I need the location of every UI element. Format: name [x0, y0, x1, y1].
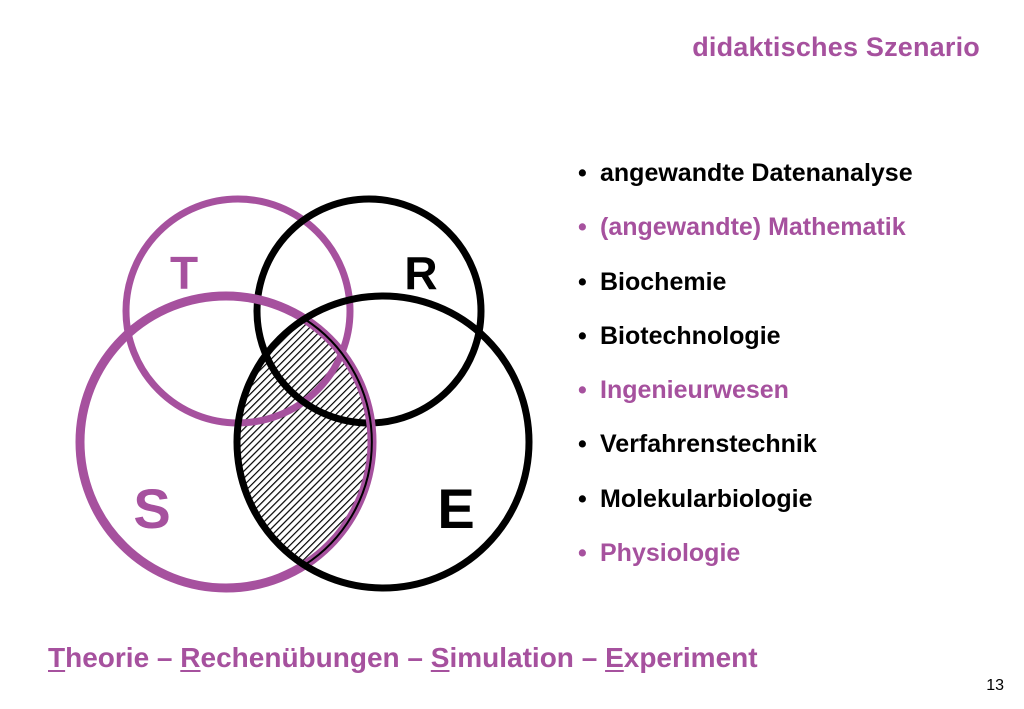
- bullet-icon: •: [578, 213, 587, 242]
- list-item-label: Molekularbiologie: [600, 484, 813, 513]
- bullet-icon: •: [578, 539, 587, 568]
- footer-separator: –: [399, 642, 431, 673]
- footer-separator: –: [573, 642, 606, 673]
- bullet-icon: •: [578, 321, 587, 350]
- list-item-label: Verfahrenstechnik: [600, 430, 817, 459]
- venn-label-r: R: [404, 247, 437, 299]
- list-item-label: Biochemie: [600, 267, 727, 296]
- list-item-label: (angewandte) Mathematik: [600, 213, 906, 242]
- venn-label-s: S: [133, 477, 170, 540]
- list-item: • Physiologie: [578, 535, 913, 589]
- bullet-icon: •: [578, 484, 587, 513]
- bullet-icon: •: [578, 159, 587, 187]
- footer-sequence: Theorie – Rechenübungen – Simulation – E…: [48, 642, 758, 674]
- slide-title: didaktisches Szenario: [692, 32, 980, 62]
- footer-initial-r: R: [180, 642, 201, 673]
- footer-rest-experiment: xperiment: [623, 642, 758, 673]
- list-item: • Verfahrenstechnik: [578, 426, 913, 480]
- venn-intersection-s-e: [237, 296, 372, 588]
- list-item: • Molekularbiologie: [578, 481, 913, 535]
- list-item-label: angewandte Datenanalyse: [600, 159, 913, 187]
- venn-label-e: E: [437, 477, 474, 540]
- list-item: • angewandte Datenanalyse: [578, 155, 913, 209]
- footer-rest-simulation: imulation: [449, 642, 574, 673]
- footer-rest-theorie: heorie: [65, 642, 150, 673]
- bullet-icon: •: [578, 267, 587, 296]
- list-item: • Biochemie: [578, 264, 913, 318]
- list-item: • Biotechnologie: [578, 318, 913, 372]
- venn-label-t: T: [170, 247, 198, 299]
- footer-initial-e: E: [605, 642, 624, 673]
- discipline-list: • angewandte Datenanalyse • (angewandte) M…: [578, 155, 913, 589]
- list-item-label: Physiologie: [600, 539, 741, 568]
- bullet-icon: •: [578, 376, 587, 405]
- page-number: 13: [986, 677, 1004, 694]
- list-item: • (angewandte) Mathematik: [578, 209, 913, 263]
- venn-intersection-outline: [236, 317, 373, 567]
- bullet-icon: •: [578, 430, 587, 459]
- list-item-label: Biotechnologie: [600, 321, 781, 350]
- list-item-label: Ingenieurwesen: [600, 376, 789, 405]
- footer-initial-t: T: [48, 642, 66, 673]
- list-item: • Ingenieurwesen: [578, 372, 913, 426]
- footer-separator: –: [149, 642, 181, 673]
- footer-rest-rechenuebungen: echenübungen: [200, 642, 400, 673]
- footer-initial-s: S: [430, 642, 450, 673]
